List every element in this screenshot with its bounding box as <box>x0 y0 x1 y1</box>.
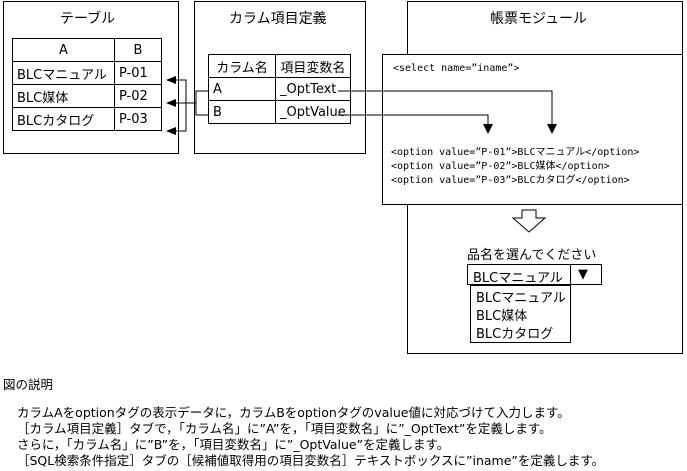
table-row: B _OptValue <box>208 100 351 124</box>
mapping-bracket <box>195 90 208 116</box>
table-cell: _OptText <box>275 77 351 101</box>
explanation-heading: 図の説明 <box>3 377 54 392</box>
table-cell: A <box>208 77 276 101</box>
option-line-3: <option value=”P-03”>BLCカタログ</option> <box>391 175 630 186</box>
option-line-2: <option value=”P-02”>BLC媒体</option> <box>391 161 610 172</box>
select-divider <box>570 265 571 284</box>
source-table: A B BLCマニュアル P-01 BLC媒体 P-02 BLCカタログ P-0… <box>12 38 162 131</box>
option-line-1: <option value=”P-01”>BLCマニュアル</option> <box>391 147 640 158</box>
table-row: BLCマニュアル P-01 <box>12 61 162 85</box>
table-cell: P-03 <box>114 107 162 131</box>
table-cell: P-02 <box>114 84 162 108</box>
table-cell: BLC媒体 <box>12 84 115 108</box>
explanation-line-2: ［カラム項目定義］タブで，「カラム名」に”A”を，「項目変数名」に”_OptTe… <box>17 421 552 436</box>
transform-arrow <box>511 209 547 233</box>
table-cell: P-01 <box>114 61 162 85</box>
table-header-row: A B <box>12 38 162 62</box>
table-cell: B <box>208 100 276 124</box>
chevron-down-icon[interactable]: ▼ <box>578 267 588 282</box>
prompt-text: 品名を選んでください <box>467 248 597 263</box>
table-cell: _OptValue <box>275 100 351 124</box>
explanation-line-1: カラムAをoptionタグの表示データに，カラムBをoptionタグのvalue… <box>17 405 570 420</box>
opttext-arrow-line <box>338 90 553 125</box>
select-value: BLCマニュアル <box>473 271 563 286</box>
arrow-head <box>166 99 176 107</box>
table-row: BLCカタログ P-03 <box>12 107 162 131</box>
arrow-head <box>547 124 557 134</box>
rows-bracket <box>170 79 187 132</box>
product-select[interactable]: BLCマニュアル ▼ <box>467 264 602 286</box>
explanation-line-3: さらに，「カラム名」に”B”を，「項目変数名」に”_OptValue”を定義しま… <box>17 437 450 452</box>
arrow-head <box>166 127 176 135</box>
table-panel-title: テーブル <box>60 11 116 27</box>
dropdown-list: BLCマニュアル BLC媒体 BLCカタログ <box>470 285 571 343</box>
dropdown-option[interactable]: BLC媒体 <box>476 309 528 324</box>
table-cell: BLCマニュアル <box>12 61 115 85</box>
dropdown-option[interactable]: BLCカタログ <box>476 327 554 342</box>
column-table: カラム名 項目変数名 A _OptText B _OptValue <box>208 54 351 124</box>
html-code-box <box>382 54 683 205</box>
table-row: BLC媒体 P-02 <box>12 84 162 108</box>
table-row: A _OptText <box>208 77 351 101</box>
table-cell: BLCカタログ <box>12 107 115 131</box>
explanation-line-4: ［SQL検索条件指定］タブの［候補値取得用の項目変数名］テキストボックスに”in… <box>17 453 605 468</box>
module-panel-title: 帳票モジュール <box>490 11 588 27</box>
optvalue-arrow-line <box>338 114 489 125</box>
arrow-head <box>166 76 176 84</box>
dropdown-option[interactable]: BLCマニュアル <box>476 291 566 306</box>
table-header-b: B <box>114 38 162 62</box>
select-tag-line: <select name=”iname”> <box>393 63 520 74</box>
arrow-head <box>483 124 493 134</box>
column-panel-title: カラム項目定義 <box>229 11 327 27</box>
